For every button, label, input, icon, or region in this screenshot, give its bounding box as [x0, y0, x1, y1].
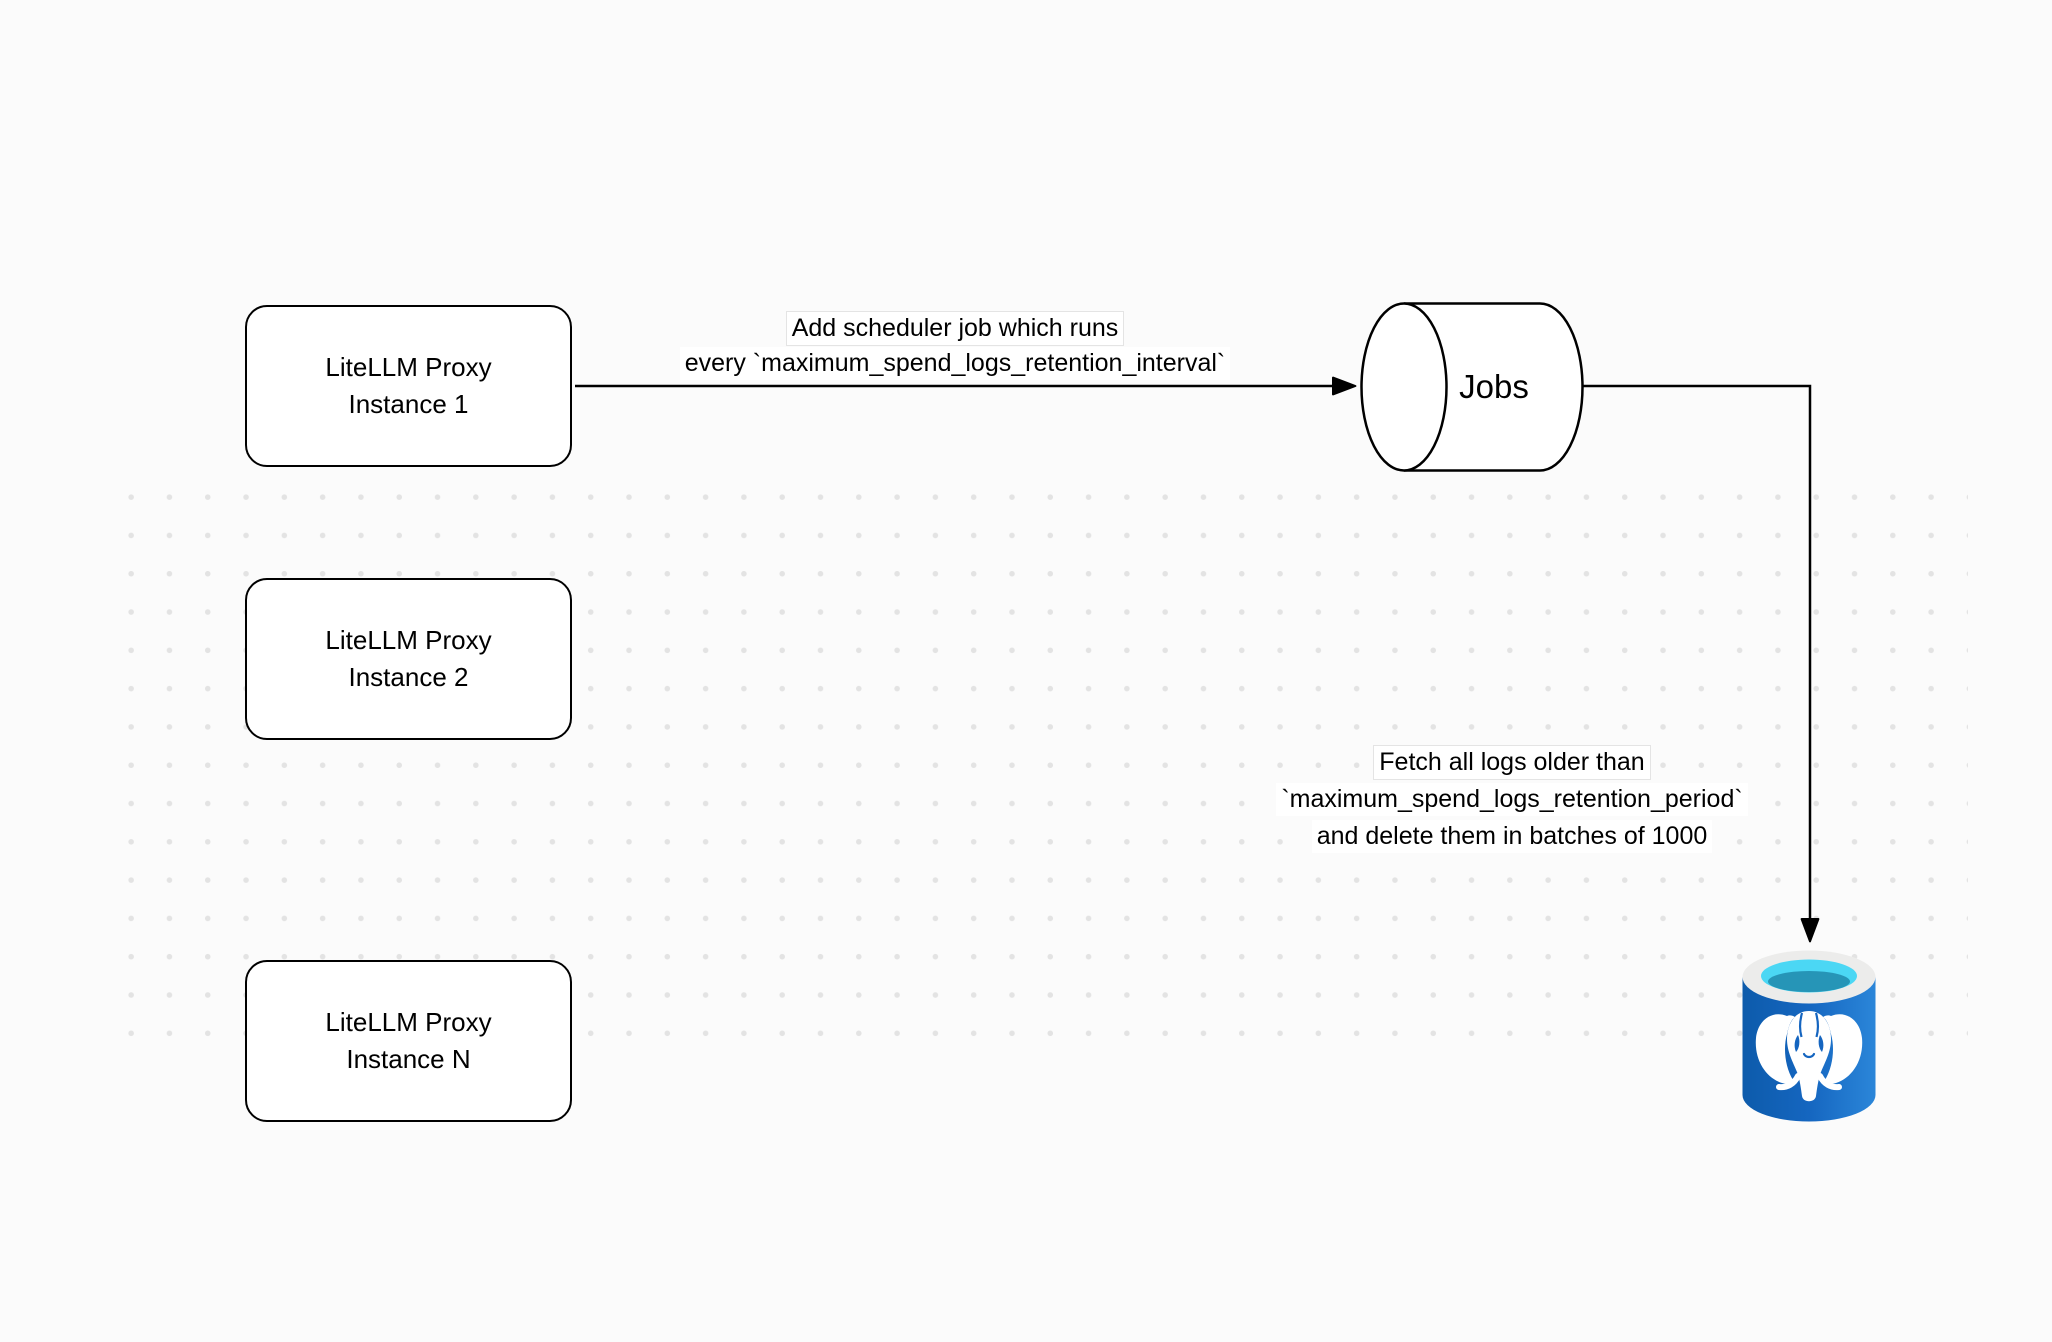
jobs-queue-shape: [1360, 302, 1584, 472]
node-label-line2: Instance N: [346, 1044, 471, 1074]
edge-label-fetch-delete: Fetch all logs older than `maximum_spend…: [1182, 744, 1842, 855]
node-litellm-proxy-instance-1: LiteLLM Proxy Instance 1: [245, 305, 572, 467]
node-litellm-proxy-instance-2: LiteLLM Proxy Instance 2: [245, 578, 572, 740]
node-label-line2: Instance 1: [348, 389, 469, 419]
jobs-node-label: Jobs: [1459, 368, 1529, 405]
edge-fetch-text-line2: `maximum_spend_logs_retention_period`: [1276, 783, 1748, 816]
edge-scheduler-text-line1: Add scheduler job which runs: [785, 311, 1125, 346]
postgres-elephant-glyph: [1755, 1011, 1863, 1102]
edge-scheduler-text-line2: every `maximum_spend_logs_retention_inte…: [679, 347, 1231, 380]
node-litellm-proxy-instance-n: LiteLLM Proxy Instance N: [245, 960, 572, 1122]
edge-label-scheduler: Add scheduler job which runs every `maxi…: [555, 311, 1355, 381]
node-label-line1: LiteLLM Proxy: [325, 352, 492, 382]
node-label-line1: LiteLLM Proxy: [325, 625, 492, 655]
edge-fetch-text-line3: and delete them in batches of 1000: [1311, 820, 1713, 853]
edge-fetch-arrow: [1583, 384, 1820, 943]
node-label-line2: Instance 2: [348, 662, 469, 692]
edge-fetch-text-line1: Fetch all logs older than: [1373, 745, 1651, 780]
dot-grid-background: [112, 478, 1968, 1050]
node-label-line1: LiteLLM Proxy: [325, 1007, 492, 1037]
postgresql-database-icon: [1742, 950, 1876, 1122]
